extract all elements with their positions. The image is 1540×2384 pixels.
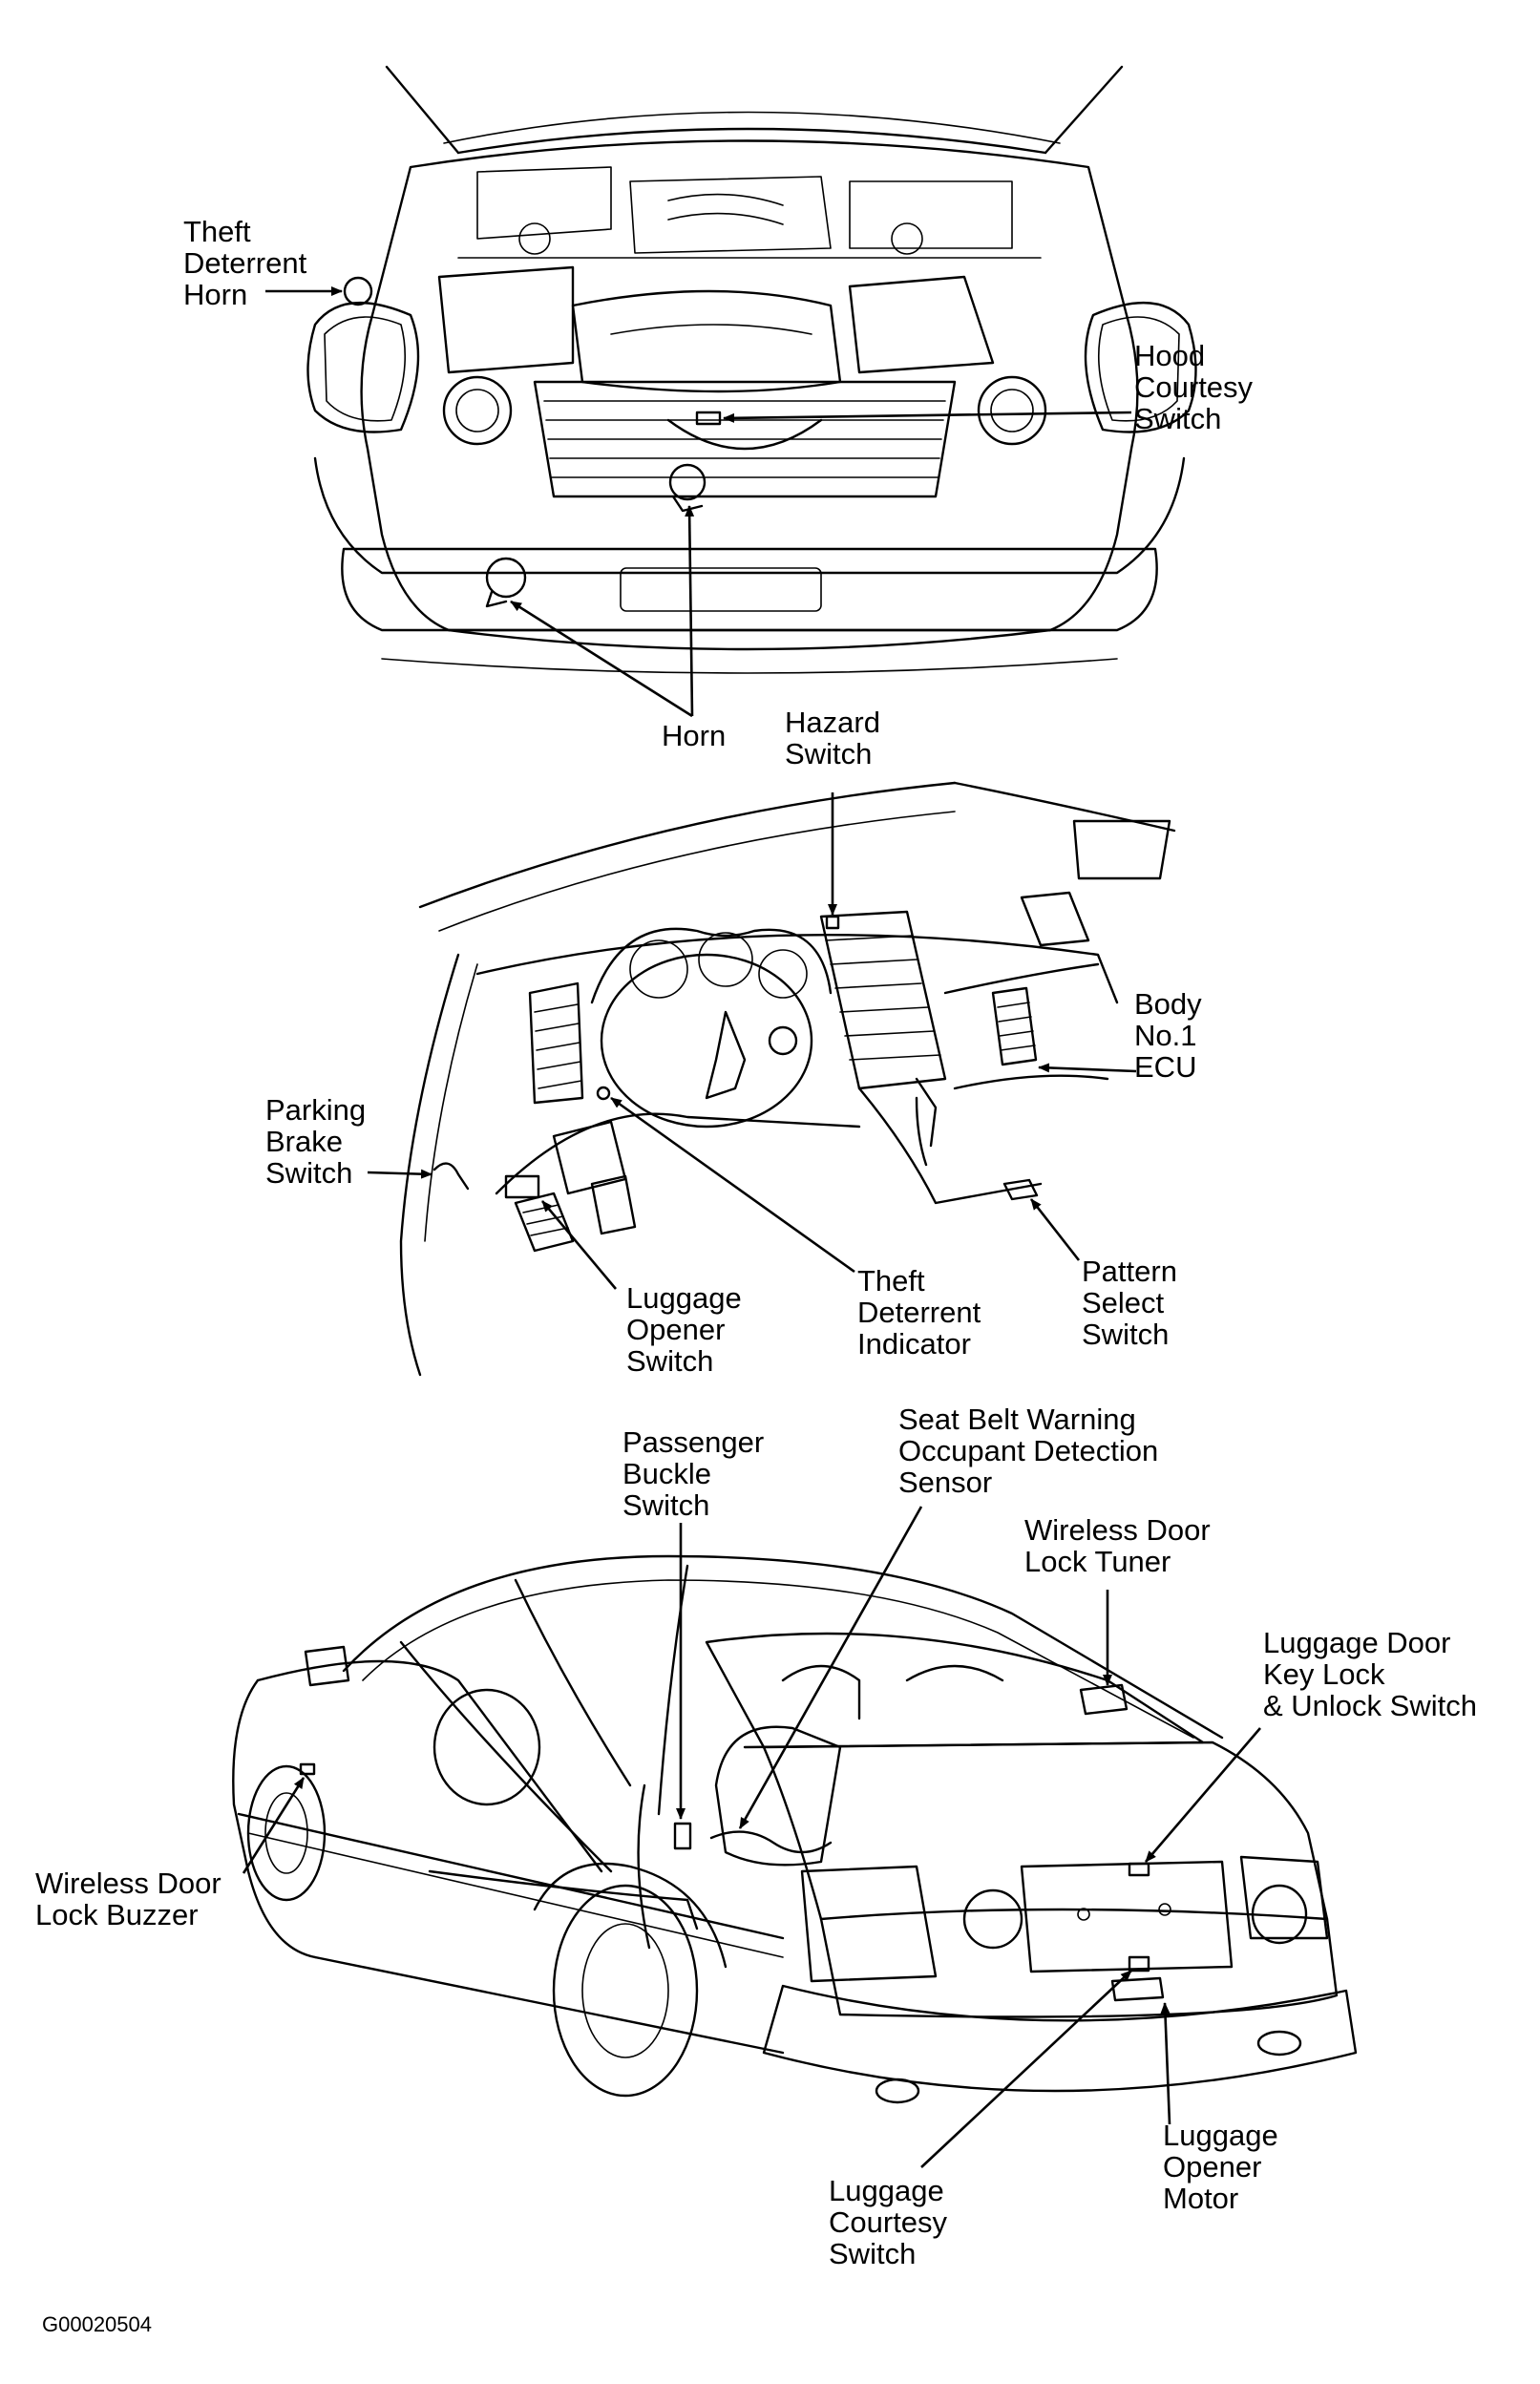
label-horn: Horn [662, 719, 727, 752]
dashboard-illustration [399, 781, 1176, 1377]
leader-pattern-select-switch [1029, 1198, 1081, 1261]
leader-hood-courtesy-switch [723, 411, 1132, 423]
label-luggage-door-key-lock-switch: Luggage Door Key Lock & Unlock Switch [1263, 1626, 1477, 1722]
label-hood-courtesy-switch: Hood Courtesy Switch [1134, 339, 1254, 435]
label-luggage-courtesy-switch: Luggage Courtesy Switch [829, 2174, 948, 2270]
leader-horn-right [685, 505, 695, 717]
label-parking-brake-switch: Parking Brake Switch [265, 1093, 367, 1190]
rear-view-illustration [232, 1554, 1358, 2104]
leader-luggage-opener-switch [541, 1200, 617, 1290]
label-theft-deterrent-indicator: Theft Deterrent Indicator [857, 1264, 981, 1361]
leader-seat-belt-sensor [738, 1506, 923, 1829]
engine-bay-illustration [306, 65, 1197, 674]
leader-parking-brake-switch [367, 1169, 432, 1179]
label-wireless-door-lock-buzzer: Wireless Door Lock Buzzer [35, 1867, 222, 1931]
rear-view-leaders [242, 1506, 1261, 2168]
label-wireless-door-lock-tuner: Wireless Door Lock Tuner [1024, 1513, 1211, 1578]
leader-wireless-door-lock-buzzer [242, 1777, 306, 1874]
figure-code: G00020504 [42, 2312, 152, 2336]
label-pattern-select-switch: Pattern Select Switch [1082, 1255, 1177, 1351]
label-seat-belt-warning-sensor: Seat Belt Warning Occupant Detection Sen… [898, 1403, 1159, 1499]
engine-bay-leaders [265, 286, 1132, 718]
label-passenger-buckle-switch: Passenger Buckle Switch [622, 1425, 765, 1522]
leader-luggage-courtesy-switch [920, 1970, 1132, 2168]
leader-body-ecu [1038, 1063, 1137, 1073]
label-hazard-switch: Hazard Switch [785, 706, 880, 770]
label-luggage-opener-motor: Luggage Opener Motor [1163, 2119, 1278, 2215]
leader-luggage-door-key-lock-switch [1145, 1727, 1261, 1863]
leader-theft-deterrent-indicator [610, 1096, 855, 1274]
leader-luggage-opener-motor [1160, 2002, 1171, 2125]
label-luggage-opener-switch: Luggage Opener Switch [626, 1281, 742, 1378]
label-theft-deterrent-horn: Theft Deterrent Horn [183, 215, 307, 311]
dashboard-leaders [367, 792, 1137, 1290]
label-body-no1-ecu: Body No.1 ECU [1134, 987, 1202, 1084]
leader-horn-left [510, 600, 693, 718]
